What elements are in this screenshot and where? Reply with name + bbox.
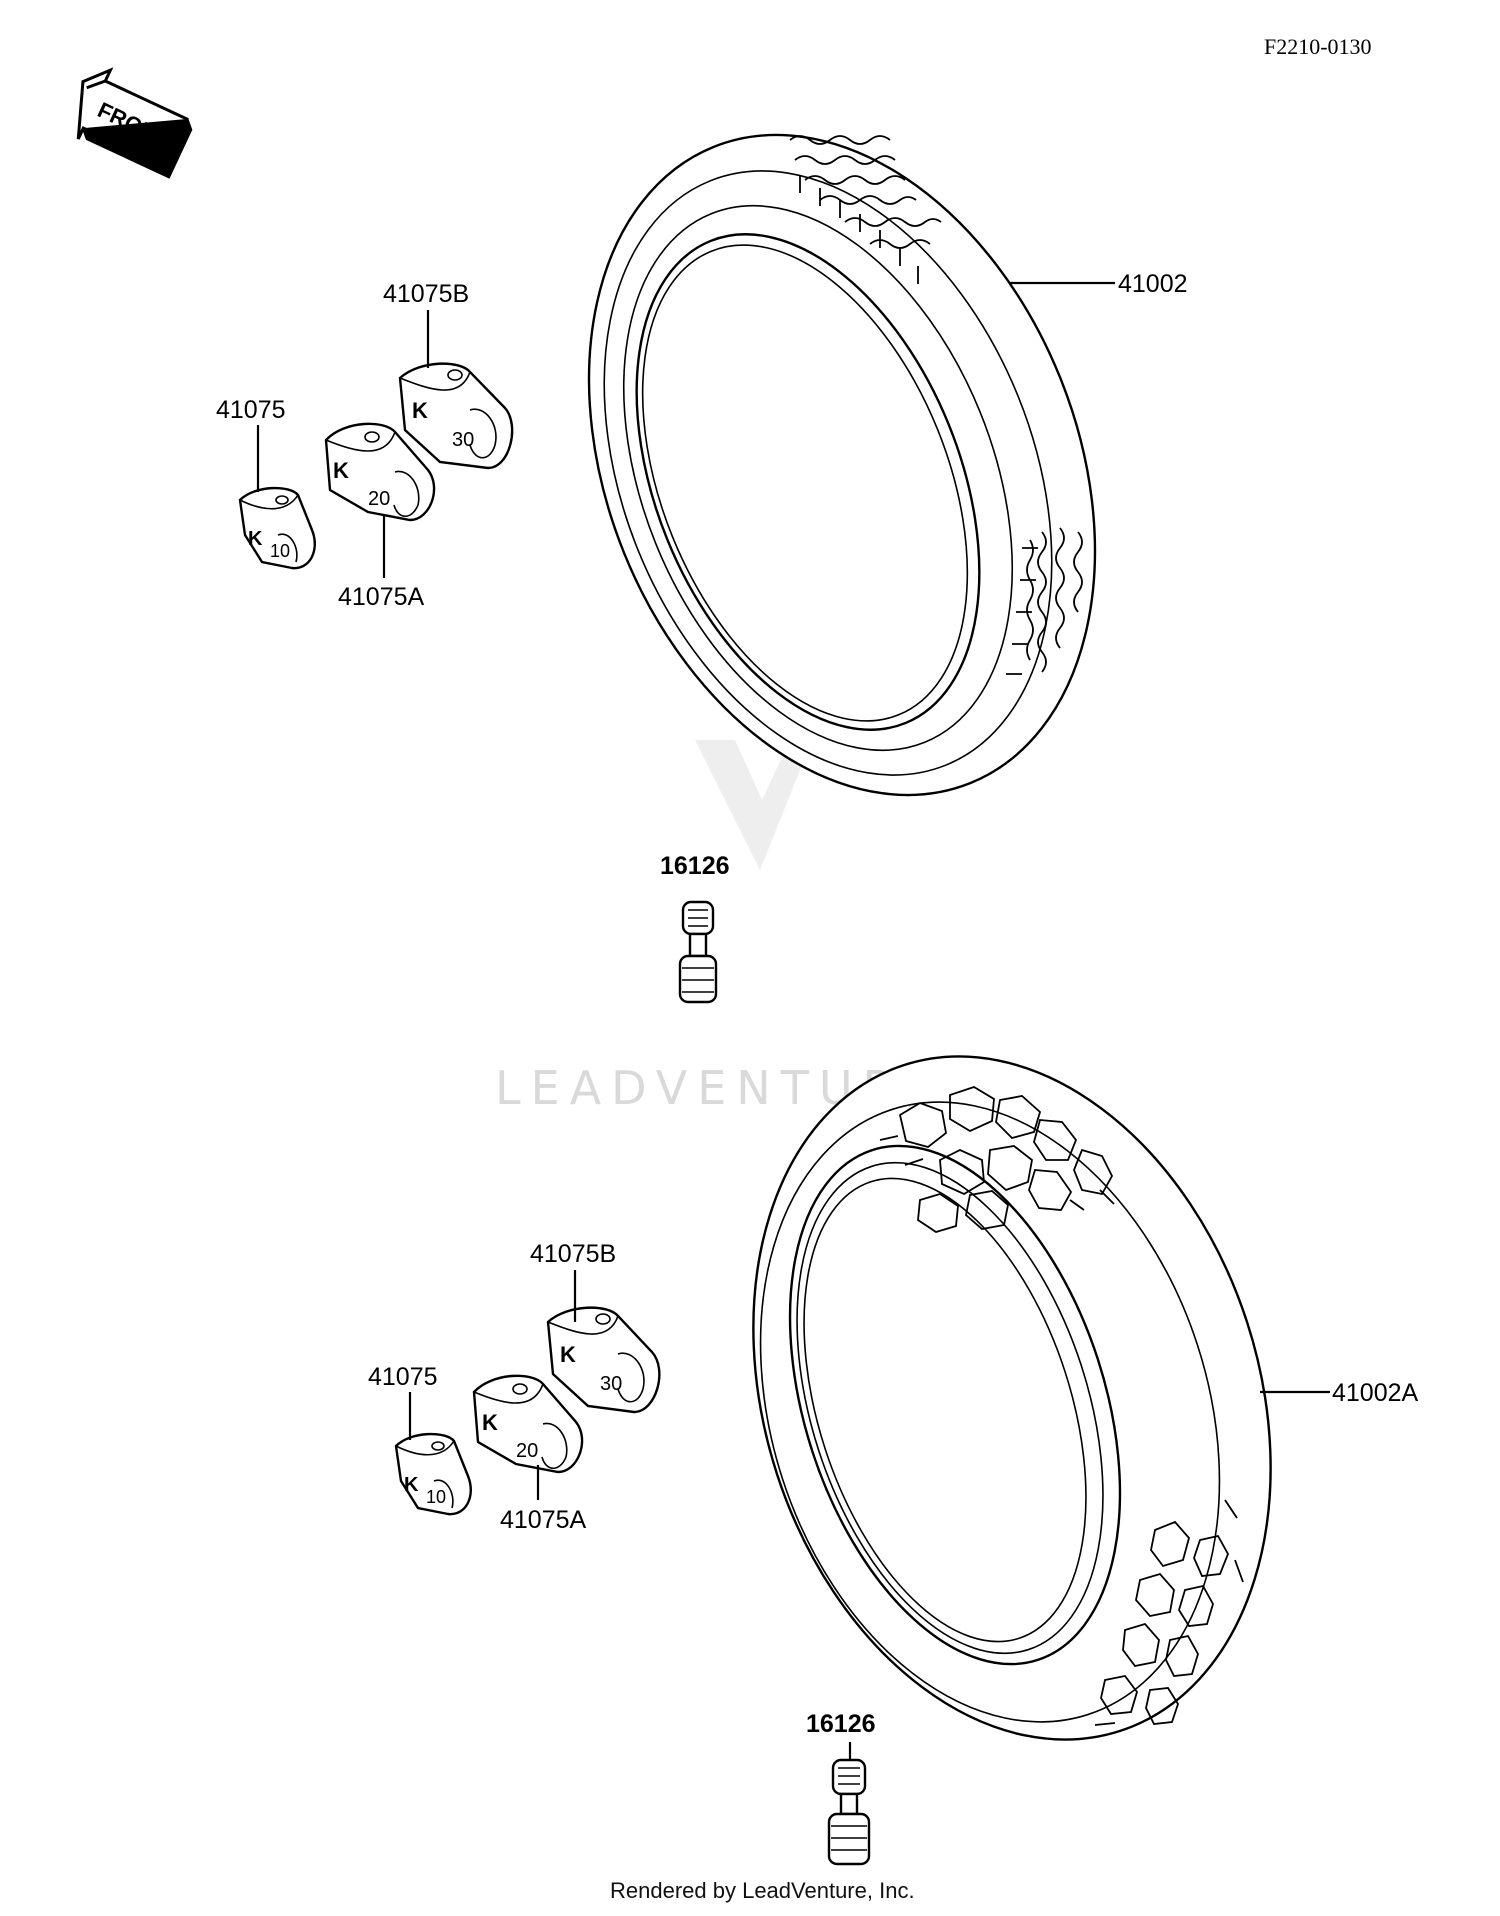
upper-weight-30: K 30 <box>398 362 514 470</box>
label-lower-41075B: 41075B <box>530 1240 616 1268</box>
lower-weight-30: K 30 <box>546 1306 661 1414</box>
upper-weight-20-mark: 20 <box>368 488 390 510</box>
upper-weight-10: K 10 <box>238 486 316 570</box>
label-upper-41075B: 41075B <box>383 280 469 308</box>
lower-weight-10: K 10 <box>394 1432 472 1516</box>
upper-weight-10-mark: 10 <box>270 541 290 561</box>
label-upper-41075: 41075 <box>216 396 286 424</box>
lower-valve-stem <box>827 1742 871 1866</box>
upper-weight-20: K 20 <box>324 422 436 522</box>
lower-tire <box>752 1055 1272 1741</box>
label-41002: 41002 <box>1118 270 1188 298</box>
lower-weight-30-k: K <box>560 1342 576 1367</box>
label-upper-41075A: 41075A <box>338 583 425 611</box>
diagram-code: F2210-0130 <box>1264 34 1372 59</box>
lower-weight-10-k: K <box>404 1474 419 1496</box>
front-arrow-icon: FRONT <box>76 67 193 179</box>
upper-weight-10-k: K <box>248 528 263 550</box>
lower-weight-20: K 20 <box>472 1374 584 1474</box>
lower-weight-20-k: K <box>482 1410 498 1435</box>
lower-weight-20-mark: 20 <box>516 1440 538 1462</box>
upper-weight-30-k: K <box>412 398 428 423</box>
upper-weight-20-k: K <box>333 458 349 483</box>
label-upper-16126: 16126 <box>660 852 730 880</box>
label-lower-41075: 41075 <box>368 1363 438 1391</box>
upper-valve-stem <box>678 900 718 1004</box>
upper-weight-30-mark: 30 <box>452 429 474 451</box>
footer-credit: Rendered by LeadVenture, Inc. <box>610 1878 915 1903</box>
label-lower-41075A: 41075A <box>500 1506 587 1534</box>
label-lower-16126: 16126 <box>806 1710 876 1738</box>
lower-weight-10-mark: 10 <box>426 1487 446 1507</box>
upper-tire <box>587 133 1097 797</box>
label-41002A: 41002A <box>1332 1379 1419 1407</box>
lower-weight-30-mark: 30 <box>600 1373 622 1395</box>
